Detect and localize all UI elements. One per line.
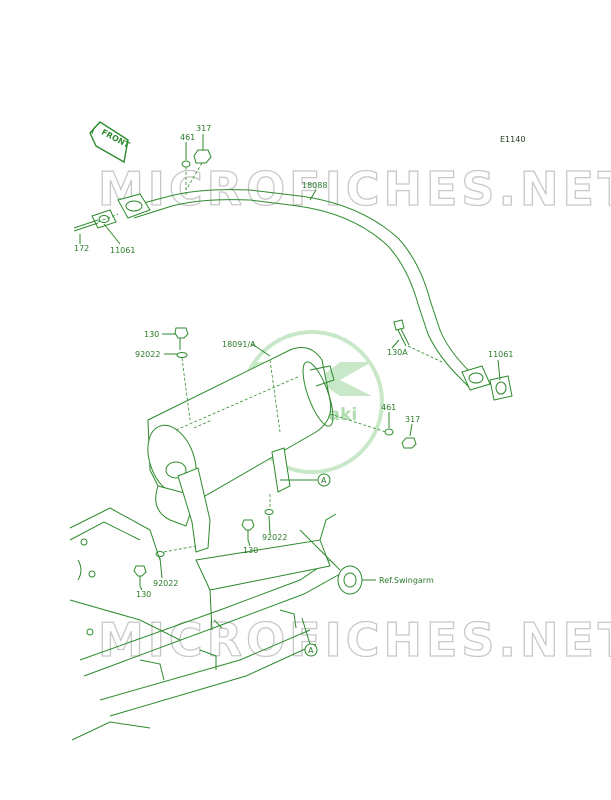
exhaust-pipe <box>117 189 491 391</box>
front-arrow-icon: FRONT <box>89 121 132 164</box>
ref-a-upper: A <box>321 476 327 485</box>
callout-461-right: 461 <box>381 403 396 412</box>
nut-top <box>181 160 191 196</box>
callout-317-top: 317 <box>196 124 211 133</box>
ref-a-upper-circle <box>317 473 331 487</box>
cap-nut-top <box>185 149 212 191</box>
nut-right <box>329 413 394 436</box>
ref-a-lower-circle <box>304 643 318 657</box>
bolt-mid <box>241 494 274 540</box>
stud-bolt <box>73 213 119 232</box>
callout-18088: 18088 <box>302 181 327 190</box>
callout-130a: 130A <box>387 348 408 357</box>
callout-172: 172 <box>74 244 89 253</box>
bolt-top <box>174 327 191 421</box>
callout-92022-low: 92022 <box>153 579 178 588</box>
callout-18091a: 18091/A <box>222 340 256 349</box>
callout-11061-right: 11061 <box>488 350 513 359</box>
ref-swingarm: Ref.Swingarm <box>379 576 434 585</box>
callout-130-low: 130 <box>136 590 151 599</box>
callout-130-top: 130 <box>144 330 159 339</box>
cap-nut-right <box>401 437 417 449</box>
callout-11061-left: 11061 <box>110 246 135 255</box>
muffler <box>147 347 335 553</box>
figure-code: E1140 <box>500 135 525 144</box>
bolt-130a <box>393 319 443 363</box>
frame-swingarm <box>69 507 363 741</box>
watermark-bottom: MICROFICHES.NET <box>98 613 611 667</box>
gasket-rear <box>489 375 513 401</box>
ref-a-lower: A <box>308 646 314 655</box>
callout-92022-mid: 92022 <box>262 533 287 542</box>
callout-92022-top: 92022 <box>135 350 160 359</box>
callout-130-mid: 130 <box>243 546 258 555</box>
watermark-top: MICROFICHES.NET <box>98 162 611 216</box>
callout-317-right: 317 <box>405 415 420 424</box>
callout-461-top: 461 <box>180 133 195 142</box>
leader-lines <box>79 134 501 645</box>
